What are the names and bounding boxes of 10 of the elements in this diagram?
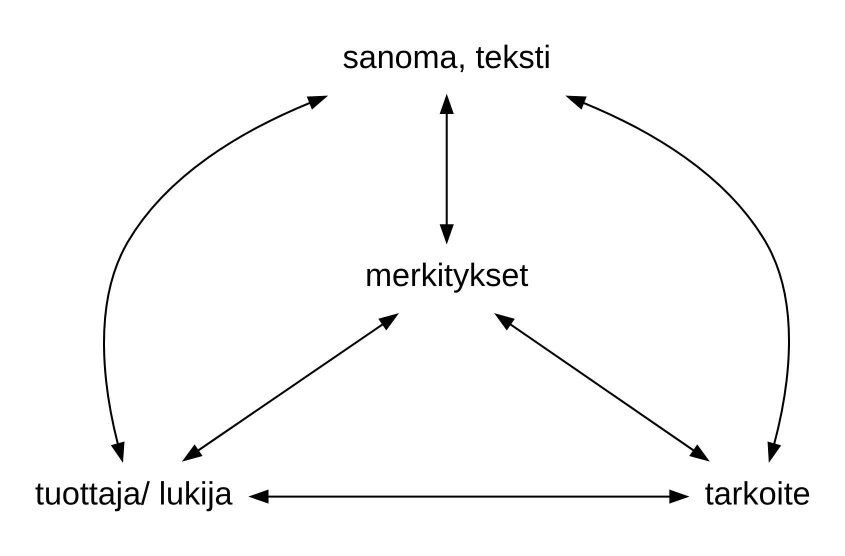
node-text: sanoma, teksti (342, 38, 551, 75)
arrow (103, 95, 328, 462)
node-text: tuottaja/ lukija (35, 474, 232, 511)
arrow (248, 489, 690, 504)
node-text: tarkoite (704, 474, 811, 511)
arrow (182, 312, 399, 462)
arrow (565, 95, 790, 462)
arrow (494, 312, 710, 462)
arrow (440, 93, 454, 244)
node-text: merkitykset (365, 256, 528, 293)
